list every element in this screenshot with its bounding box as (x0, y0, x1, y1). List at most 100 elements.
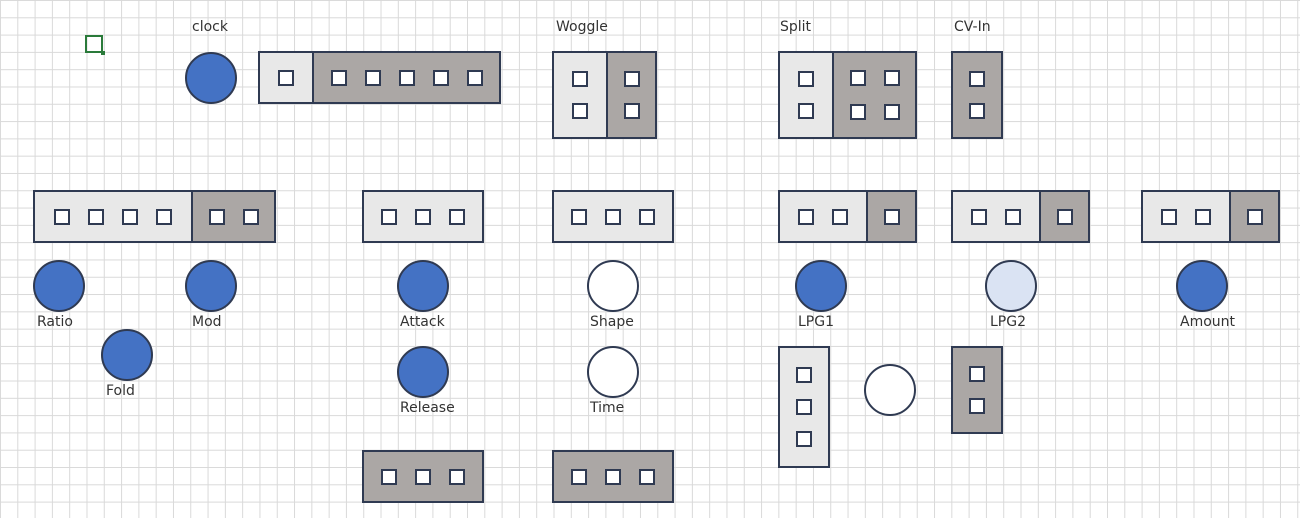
jack-socket[interactable] (969, 71, 985, 87)
jack-socket[interactable] (1246, 208, 1263, 225)
lpg2-output-group (1039, 192, 1088, 241)
mod-knob[interactable] (185, 260, 237, 312)
jack-socket[interactable] (883, 104, 900, 120)
jack-socket[interactable] (1005, 208, 1021, 225)
jack-socket[interactable] (1161, 208, 1177, 225)
label-cv-in: CV-In (954, 19, 991, 35)
jack-socket[interactable] (572, 71, 588, 87)
jack-socket[interactable] (796, 431, 812, 447)
jack-socket[interactable] (796, 399, 812, 415)
jack-socket[interactable] (415, 208, 431, 225)
jack-socket[interactable] (623, 71, 640, 87)
jack-socket[interactable] (969, 366, 985, 382)
jack-socket[interactable] (572, 103, 588, 119)
label-fold: Fold (106, 383, 135, 399)
cell-selection-indicator[interactable] (85, 35, 105, 55)
jack-socket[interactable] (208, 208, 225, 225)
jack-socket[interactable] (432, 69, 449, 86)
jack-socket[interactable] (605, 208, 621, 225)
lpg2-jack-panel (951, 190, 1090, 243)
jack-socket[interactable] (796, 367, 812, 383)
label-amount: Amount (1180, 314, 1236, 330)
jack-socket[interactable] (623, 103, 640, 119)
amount-input-group (1143, 192, 1229, 241)
envelope-output-group (364, 452, 482, 501)
woggle-jack-panel (552, 51, 657, 139)
time-knob[interactable] (587, 346, 639, 398)
release-knob[interactable] (397, 346, 449, 398)
jack-socket[interactable] (639, 208, 655, 225)
jack-socket[interactable] (798, 208, 814, 225)
label-mod: Mod (192, 314, 222, 330)
jack-socket[interactable] (156, 208, 172, 225)
jack-socket[interactable] (278, 69, 294, 86)
jack-socket[interactable] (466, 69, 483, 86)
jack-socket[interactable] (449, 208, 465, 225)
unlabeled-knob[interactable] (864, 364, 916, 416)
jack-socket[interactable] (381, 468, 397, 485)
jack-socket[interactable] (605, 468, 621, 485)
jack-socket[interactable] (242, 208, 259, 225)
clock-jack-panel (258, 51, 501, 104)
clock-knob[interactable] (185, 52, 237, 104)
lpg2-knob[interactable] (985, 260, 1037, 312)
split-output-group (832, 53, 915, 137)
shape-input-group (554, 192, 672, 241)
jack-socket[interactable] (364, 69, 381, 86)
fold-knob[interactable] (101, 329, 153, 381)
jack-socket[interactable] (381, 208, 397, 225)
jack-socket[interactable] (571, 468, 587, 485)
label-shape: Shape (590, 314, 634, 330)
label-ratio: Ratio (37, 314, 73, 330)
jack-socket[interactable] (849, 104, 866, 120)
jack-socket[interactable] (971, 208, 987, 225)
jack-socket[interactable] (832, 208, 848, 225)
label-split: Split (780, 19, 812, 35)
woggle-input-group (554, 53, 606, 137)
label-lpg1: LPG1 (798, 314, 834, 330)
jack-socket[interactable] (88, 208, 104, 225)
attack-knob[interactable] (397, 260, 449, 312)
label-release: Release (400, 400, 455, 416)
jack-socket[interactable] (330, 69, 347, 86)
jack-socket[interactable] (883, 70, 900, 86)
jack-socket[interactable] (398, 69, 415, 86)
jack-socket[interactable] (849, 70, 866, 86)
lpg1-input-group (780, 192, 866, 241)
lpg1-jack-panel (778, 190, 917, 243)
jack-socket[interactable] (449, 468, 465, 485)
jack-socket[interactable] (883, 208, 900, 225)
envelope-input-group (364, 192, 482, 241)
jack-socket[interactable] (122, 208, 138, 225)
jack-socket[interactable] (798, 71, 814, 87)
oscillator-input-group (35, 192, 191, 241)
jack-socket[interactable] (969, 398, 985, 414)
label-woggle: Woggle (556, 19, 608, 35)
cv-in-jack-panel (951, 51, 1003, 139)
shape-output-group (554, 452, 672, 501)
lpg-input-column-panel (778, 346, 830, 468)
clock-output-group (312, 53, 499, 102)
shape-knob[interactable] (587, 260, 639, 312)
jack-socket[interactable] (969, 103, 985, 119)
ratio-knob[interactable] (33, 260, 85, 312)
amount-jack-panel (1141, 190, 1280, 243)
lpg1-knob[interactable] (795, 260, 847, 312)
jack-socket[interactable] (571, 208, 587, 225)
cv-in-group (953, 53, 1001, 137)
oscillator-jack-panel (33, 190, 276, 243)
amount-output-group (1229, 192, 1278, 241)
jack-socket[interactable] (415, 468, 431, 485)
clock-input-group (260, 53, 312, 102)
jack-socket[interactable] (1056, 208, 1073, 225)
jack-socket[interactable] (54, 208, 70, 225)
shape-output-panel (552, 450, 674, 503)
split-jack-panel (778, 51, 917, 139)
amount-knob[interactable] (1176, 260, 1228, 312)
jack-socket[interactable] (1195, 208, 1211, 225)
shape-input-panel (552, 190, 674, 243)
jack-socket[interactable] (639, 468, 655, 485)
oscillator-output-group (191, 192, 274, 241)
lpg1-output-group (866, 192, 915, 241)
jack-socket[interactable] (798, 103, 814, 119)
